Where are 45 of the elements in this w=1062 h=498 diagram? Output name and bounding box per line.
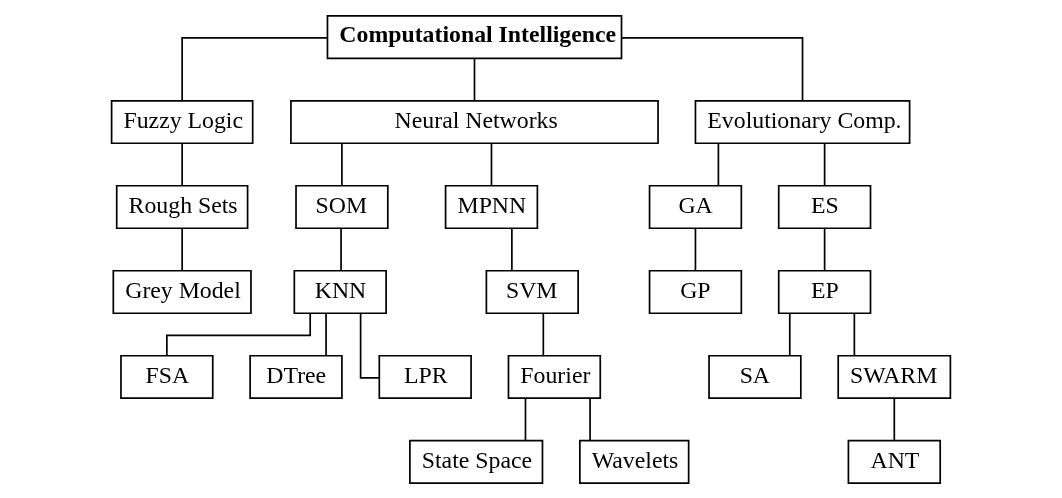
node-box: Computational Intelligence — [326, 14, 623, 59]
node-box: SVM — [485, 269, 579, 314]
connector — [341, 142, 343, 186]
node-box: ANT — [847, 439, 942, 484]
node-box: SOM — [295, 184, 389, 229]
node-box: Wavelets — [579, 439, 690, 484]
node-box: ES — [777, 184, 872, 229]
node-box: GP — [648, 269, 743, 314]
connector — [181, 36, 329, 101]
node-box: Grey Model — [112, 269, 252, 314]
connector — [359, 312, 380, 379]
connector — [181, 142, 183, 186]
node-box: Evolutionary Comp. — [694, 99, 911, 144]
node-box: KNN — [293, 269, 387, 314]
node-box: Neural Networks — [290, 99, 659, 144]
node-box: MPNN — [444, 184, 539, 229]
node-box: Fuzzy Logic — [110, 99, 254, 144]
node-box: SWARM — [837, 354, 952, 399]
connector — [490, 142, 493, 186]
connector — [589, 397, 591, 441]
connector — [823, 227, 826, 271]
connector — [853, 312, 856, 356]
connector — [694, 227, 697, 271]
connector — [340, 227, 342, 271]
connector — [823, 142, 826, 186]
connector — [181, 227, 183, 271]
node-box: Fourier — [507, 354, 602, 399]
node-box: SA — [708, 354, 802, 399]
node-box: LPR — [378, 354, 472, 399]
connector — [620, 36, 804, 101]
node-box: State Space — [409, 439, 544, 484]
node-box: DTree — [249, 354, 343, 399]
connector — [166, 312, 312, 356]
connector — [542, 312, 545, 356]
connector — [717, 142, 720, 186]
node-box: GA — [648, 184, 743, 229]
connector — [524, 397, 527, 441]
node-box: EP — [777, 269, 872, 314]
connector — [511, 227, 513, 271]
connector — [788, 312, 791, 356]
connector — [893, 397, 896, 441]
connector — [325, 312, 327, 356]
node-box: FSA — [120, 354, 214, 399]
connector — [473, 57, 476, 101]
node-box: Rough Sets — [115, 184, 249, 229]
